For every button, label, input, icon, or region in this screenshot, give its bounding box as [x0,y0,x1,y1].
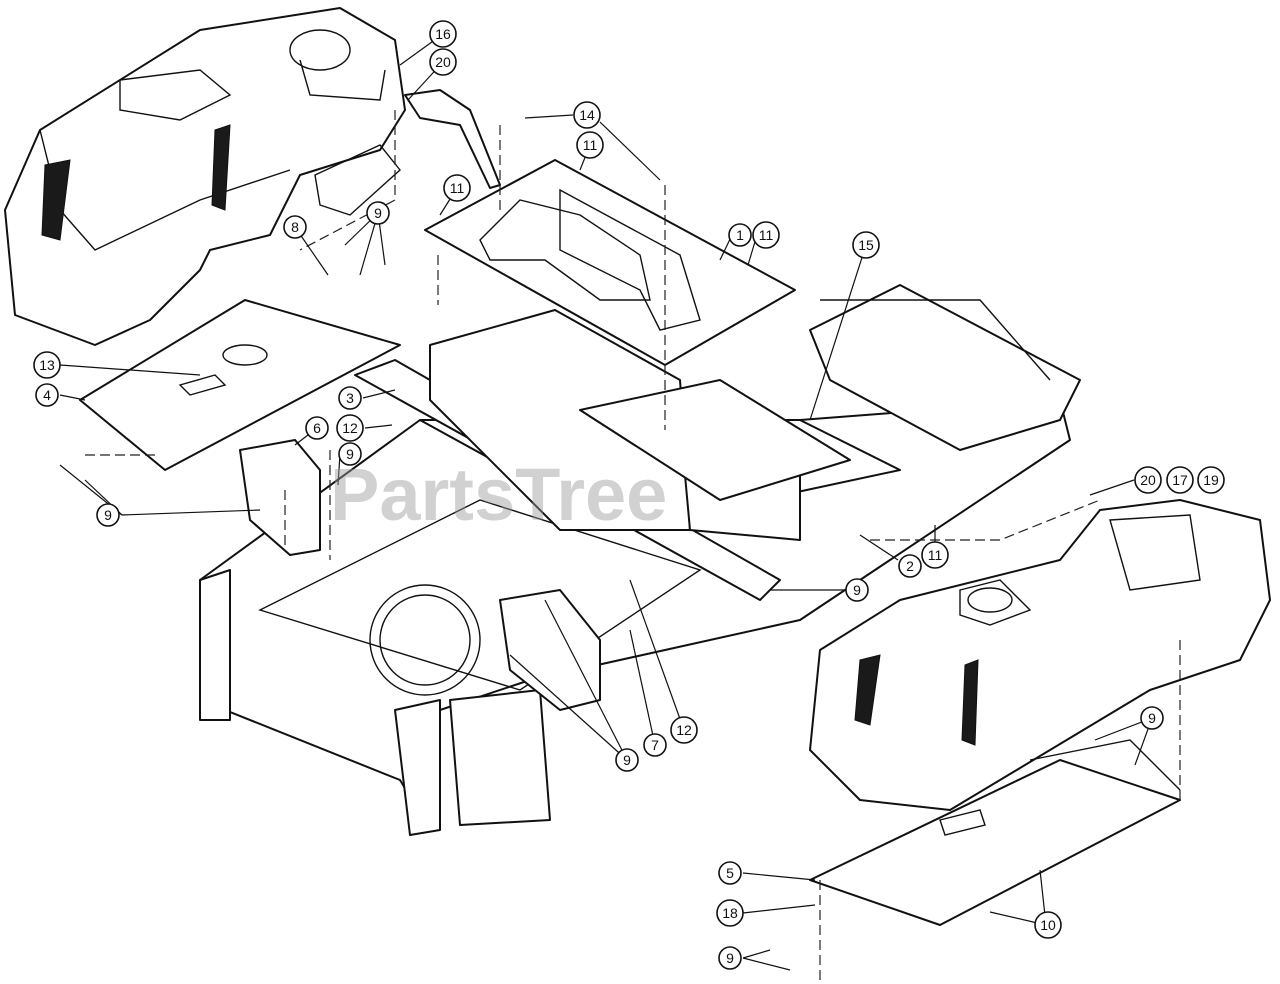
callout-label: 8 [291,219,299,235]
assembly-lines [85,110,1181,984]
callout-label: 16 [435,26,451,42]
floor-plate [579,379,851,501]
callout-c11d[interactable]: 11 [921,541,949,569]
callout-c9d[interactable]: 9 [845,578,869,602]
callout-label: 9 [346,446,354,462]
left-floor-pan [79,299,401,471]
callout-c15[interactable]: 15 [852,231,880,259]
callout-c3[interactable]: 3 [338,386,362,410]
callout-c11c[interactable]: 11 [752,221,780,249]
callout-c13[interactable]: 13 [33,351,61,379]
callout-c5[interactable]: 5 [718,861,742,885]
left-fender [4,7,406,346]
callout-label: 6 [313,420,321,436]
callout-label: 9 [1148,710,1156,726]
callout-label: 9 [623,752,631,768]
bracket-7 [499,589,601,711]
callout-label: 19 [1203,472,1219,488]
callout-c9b[interactable]: 9 [338,442,362,466]
callout-c11b[interactable]: 11 [443,174,471,202]
leader-lines [59,33,1153,971]
callouts: 16 20 14 11 11 1 11 9 8 15 13 4 3 12 6 9… [33,20,1225,970]
callout-label: 14 [579,107,595,123]
callout-label: 11 [928,547,943,563]
callout-label: 18 [722,905,738,921]
callout-label: 20 [1140,472,1156,488]
callout-label: 4 [43,387,51,403]
callout-label: 9 [853,582,861,598]
callout-label: 3 [346,390,354,406]
callout-c1[interactable]: 1 [728,223,752,247]
seat-plate [424,159,796,366]
callout-label: 11 [583,137,598,153]
callout-label: 13 [39,357,55,373]
callout-c18[interactable]: 18 [716,899,744,927]
bracket-16 [404,89,501,189]
callout-c9a[interactable]: 9 [366,201,390,225]
callout-c11a[interactable]: 11 [576,131,604,159]
callout-c2[interactable]: 2 [898,554,922,578]
callout-c7[interactable]: 7 [643,733,667,757]
callout-c9g[interactable]: 9 [718,946,742,970]
callout-c14[interactable]: 14 [573,101,601,129]
callout-c20b[interactable]: 20 [1134,466,1162,494]
callout-label: 17 [1172,472,1188,488]
callout-label: 11 [759,227,774,243]
callout-c10[interactable]: 10 [1034,911,1062,939]
callout-c12a[interactable]: 12 [336,414,364,442]
callout-label: 11 [450,180,465,196]
callout-label: 12 [676,722,692,738]
callout-label: 9 [104,507,112,523]
callout-label: 20 [435,54,451,70]
callout-c8[interactable]: 8 [283,215,307,239]
callout-c9c[interactable]: 9 [96,503,120,527]
watermark: PartsTree [330,453,667,536]
callout-label: 7 [651,737,659,753]
right-fender [809,499,1271,811]
callout-c20a[interactable]: 20 [429,48,457,76]
callout-c19[interactable]: 19 [1197,466,1225,494]
callout-label: 1 [736,227,744,243]
callout-c17[interactable]: 17 [1166,466,1194,494]
callout-label: 9 [374,205,382,221]
bracket-6 [239,439,321,556]
callout-label: 12 [342,420,358,436]
callout-c4[interactable]: 4 [35,383,59,407]
callout-label: 5 [726,865,734,881]
callout-c9e[interactable]: 9 [615,748,639,772]
callout-label: 9 [726,950,734,966]
callout-label: 2 [906,558,914,574]
callout-label: 15 [858,237,874,253]
callout-c12b[interactable]: 12 [670,716,698,744]
callout-c16a[interactable]: 16 [429,20,457,48]
callout-label: 10 [1040,917,1056,933]
callout-c6[interactable]: 6 [305,416,329,440]
callout-c9f[interactable]: 9 [1140,706,1164,730]
